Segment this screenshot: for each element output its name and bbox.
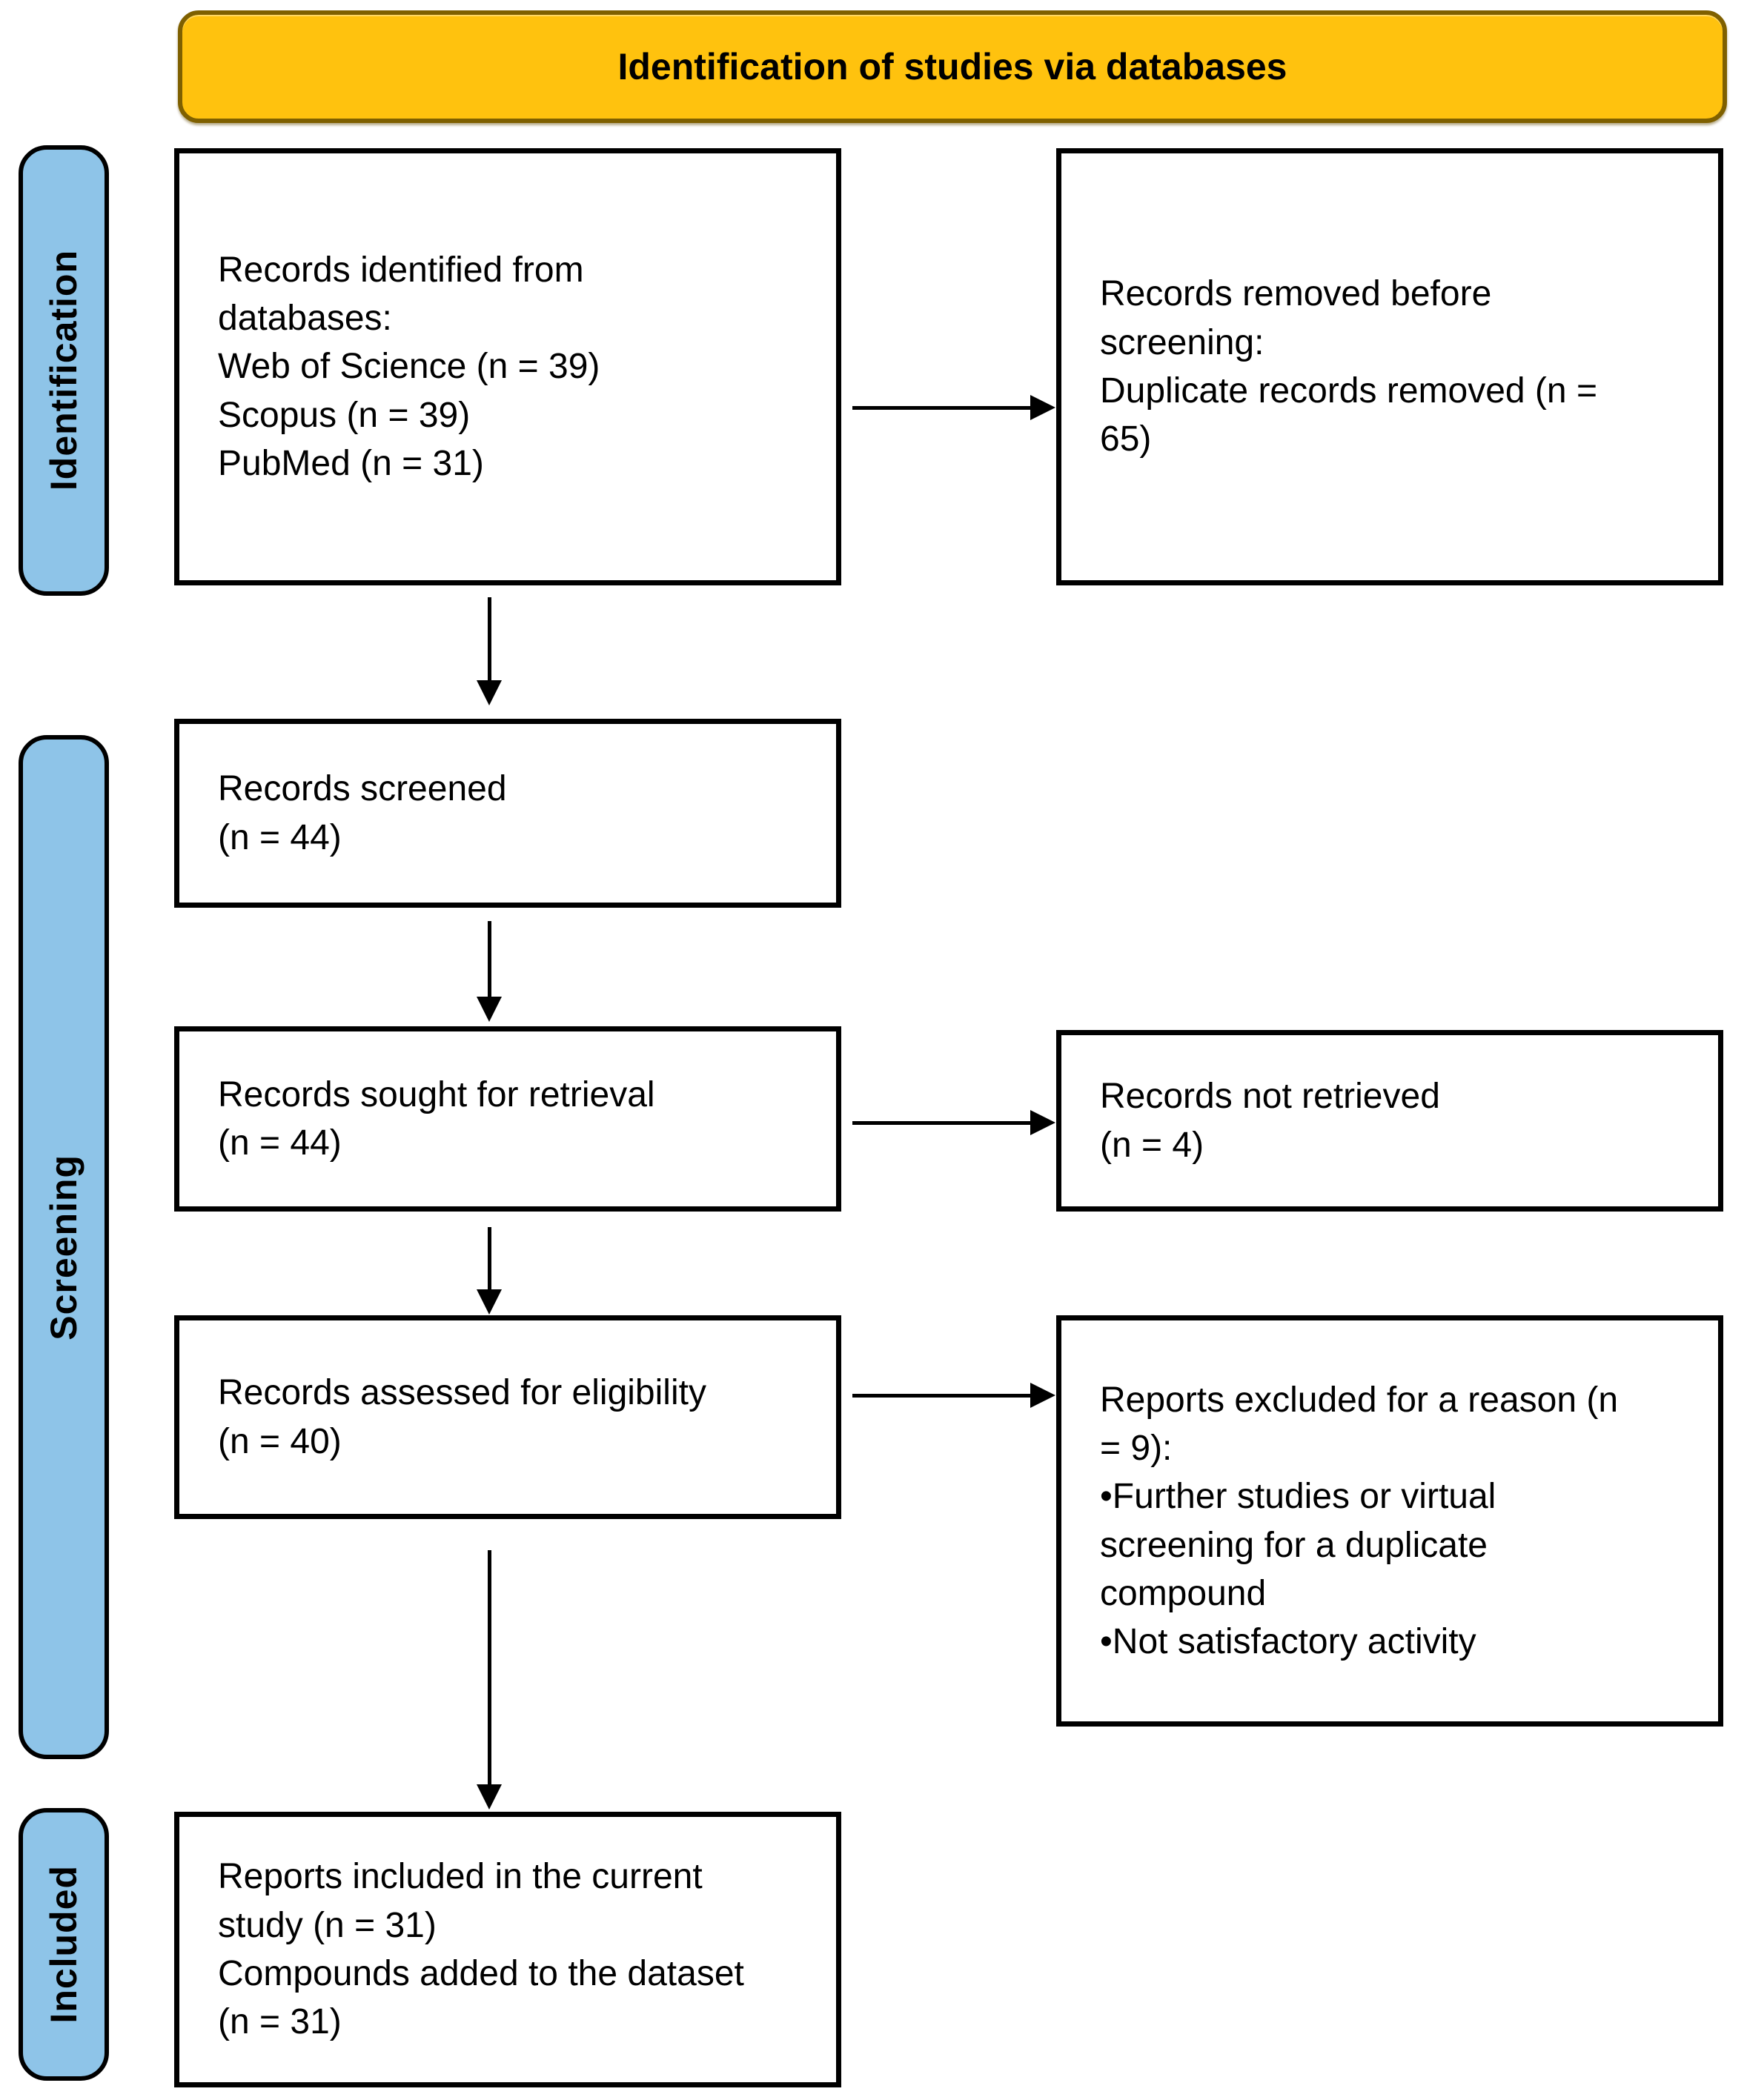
flow-box-records-not-retrieved: Records not retrieved (n = 4) [1056, 1030, 1723, 1212]
stage-identification-text: Identification [43, 250, 84, 491]
flow-box-records-screened: Records screened (n = 44) [174, 719, 841, 908]
arrow-shaft [487, 921, 491, 1000]
text-line: Scopus (n = 39) [218, 395, 471, 435]
arrow-right-identified-to-removed [852, 395, 1055, 420]
text-line: Records identified from [218, 250, 584, 290]
arrowhead-down-icon [477, 1289, 502, 1315]
flow-box-records-assessed: Records assessed for eligibility (n = 40) [174, 1315, 841, 1519]
text-line: (n = 40) [218, 1421, 342, 1461]
arrowhead-right-icon [1030, 1383, 1055, 1408]
arrow-shaft [852, 405, 1033, 410]
stage-label-screening: Screening [19, 735, 109, 1759]
text-line: (n = 4) [1100, 1125, 1204, 1165]
arrow-right-assessed-to-excluded [852, 1383, 1055, 1408]
arrowhead-down-icon [477, 997, 502, 1022]
arrow-shaft [487, 1550, 491, 1787]
text-line: Records screened [218, 769, 507, 809]
text-line: compound [1100, 1573, 1267, 1613]
stage-label-included: Included [19, 1808, 109, 2081]
stage-label-identification: Identification [19, 145, 109, 596]
flow-box-reports-included: Reports included in the current study (n … [174, 1812, 841, 2087]
text-line: PubMed (n = 31) [218, 443, 484, 483]
flow-box-records-sought: Records sought for retrieval (n = 44) [174, 1026, 841, 1212]
arrow-down-identified-to-screened [477, 597, 502, 705]
header-banner: Identification of studies via databases [178, 10, 1727, 123]
text-line: Records sought for retrieval [218, 1074, 655, 1114]
arrow-shaft [852, 1120, 1033, 1125]
text-line: Reports included in the current [218, 1857, 703, 1897]
text-line: = 9): [1100, 1428, 1173, 1468]
text-line: •Further studies or virtual [1100, 1477, 1496, 1517]
text-line: Records removed before [1100, 274, 1492, 314]
text-line: databases: [218, 299, 392, 339]
text-line: (n = 44) [218, 1123, 342, 1163]
text-line: Reports excluded for a reason (n [1100, 1380, 1619, 1420]
stage-screening-text: Screening [43, 1154, 84, 1340]
arrow-down-assessed-to-included [477, 1550, 502, 1810]
arrow-down-sought-to-assessed [477, 1227, 502, 1315]
arrow-shaft [487, 1227, 491, 1292]
text-line: Records assessed for eligibility [218, 1373, 706, 1413]
arrowhead-down-icon [477, 680, 502, 705]
text-line: Compounds added to the dataset [218, 1954, 744, 1993]
text-line: 65) [1100, 419, 1152, 459]
arrowhead-right-icon [1030, 1110, 1055, 1135]
flow-box-reports-excluded: Reports excluded for a reason (n = 9): •Fu… [1056, 1315, 1723, 1727]
text-line: screening for a duplicate [1100, 1525, 1488, 1565]
text-line: (n = 31) [218, 2002, 342, 2042]
arrow-shaft [487, 597, 491, 683]
arrow-right-sought-to-not-retrieved [852, 1110, 1055, 1135]
text-line: Duplicate records removed (n = [1100, 371, 1597, 411]
flow-box-records-identified: Records identified from databases: Web of … [174, 148, 841, 585]
arrowhead-down-icon [477, 1784, 502, 1810]
arrowhead-right-icon [1030, 395, 1055, 420]
arrow-shaft [852, 1393, 1033, 1398]
text-line: (n = 44) [218, 817, 342, 857]
text-line: Web of Science (n = 39) [218, 347, 600, 387]
flow-box-records-removed: Records removed before screening: Duplicat… [1056, 148, 1723, 585]
text-line: Records not retrieved [1100, 1077, 1440, 1117]
stage-included-text: Included [43, 1865, 84, 2024]
text-line: •Not satisfactory activity [1100, 1622, 1476, 1662]
text-line: screening: [1100, 322, 1264, 362]
header-title: Identification of studies via databases [617, 46, 1287, 87]
arrow-down-screened-to-sought [477, 921, 502, 1022]
text-line: study (n = 31) [218, 1905, 437, 1945]
